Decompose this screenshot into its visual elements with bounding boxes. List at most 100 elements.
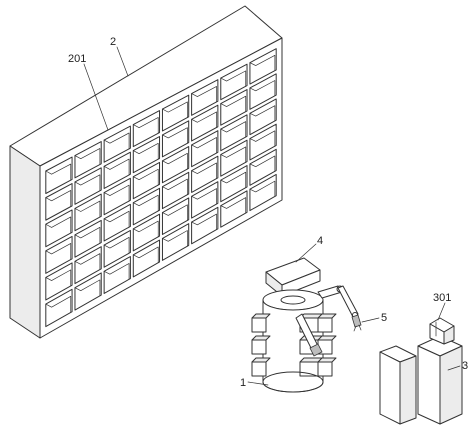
rack-compartment-depth <box>249 54 276 72</box>
rack-compartment-depth <box>162 127 188 144</box>
gripper-head <box>351 314 362 328</box>
robot-bin-top <box>251 313 271 319</box>
robot-bin-front <box>251 339 267 355</box>
leader-lines <box>83 46 461 386</box>
rack-compartment-depth <box>45 216 72 234</box>
rack-compartment-depth <box>220 197 247 214</box>
rack-compartment-depth <box>191 111 217 128</box>
robot-bin <box>317 357 337 377</box>
rack-compartment <box>191 130 219 168</box>
rotating-body <box>251 289 337 393</box>
robot-bin-top <box>251 357 271 363</box>
cabinet-left-side <box>399 355 417 425</box>
body-hub <box>280 295 306 305</box>
rack-compartment <box>45 288 73 328</box>
rack-compartment-depth <box>191 137 217 154</box>
rack-compartment <box>132 213 161 252</box>
rack-compartment-depth <box>220 171 247 189</box>
rack-compartment <box>220 63 248 101</box>
robot-bin-top <box>251 335 271 341</box>
body-base <box>262 371 324 393</box>
rack-compartment-depth <box>45 243 72 260</box>
cabinet-right-front <box>417 345 441 425</box>
rack-compartment-depth <box>191 162 217 179</box>
rack-compartment <box>161 146 190 184</box>
inner-gripper <box>309 343 323 357</box>
rack-compartment <box>103 256 131 294</box>
rack-compartment-depth <box>132 168 159 186</box>
rack-compartment <box>220 165 248 203</box>
rack-compartment <box>74 141 102 179</box>
rack-compartment <box>132 110 161 148</box>
rack-compartment <box>191 206 219 245</box>
label-cabinet-small: 301 <box>433 292 451 304</box>
robot-bin-front <box>251 317 267 333</box>
rack-compartment <box>191 181 219 219</box>
rack-compartment-depth <box>103 184 130 202</box>
rack-compartment <box>45 235 73 274</box>
rack-compartment-depth <box>103 236 130 254</box>
robot-bin-top <box>317 335 337 341</box>
rack-compartment-depth <box>132 117 159 134</box>
leader-1 <box>247 381 269 386</box>
rack-compartment-depth <box>162 178 188 196</box>
rack-compartment <box>249 48 277 85</box>
rack-compartment-depth <box>45 295 72 313</box>
robot-bin <box>251 313 271 333</box>
gripper-finger-2 <box>358 324 362 331</box>
rack-compartment <box>74 193 102 232</box>
rack-compartment-depth <box>249 105 276 122</box>
rack-compartment-depth <box>74 174 101 192</box>
rack-compartment <box>45 262 73 301</box>
rack-compartment-depth <box>45 190 72 207</box>
rack-compartment-depth <box>103 158 130 176</box>
rack-compartment-depth <box>191 213 217 230</box>
rack-compartment-depth <box>74 200 101 218</box>
rack-compartment-depth <box>220 146 247 163</box>
rack-compartment <box>191 155 219 193</box>
rack-compartment <box>103 203 131 242</box>
label-cabinet: 3 <box>462 360 468 372</box>
rack-compartment <box>249 73 277 110</box>
rack-compartment <box>103 177 131 216</box>
rack-compartment-depth <box>132 220 159 238</box>
rack-compartment-depth <box>220 70 247 87</box>
rack-compartment <box>161 223 190 261</box>
label-top-unit: 4 <box>317 235 323 247</box>
rack-compartment-depth <box>220 121 247 138</box>
rack-compartment <box>249 123 277 161</box>
label-storage-cell: 201 <box>68 53 86 65</box>
rack-compartment <box>74 219 102 258</box>
rack-compartment <box>161 171 190 210</box>
robot-bin-front <box>251 361 267 377</box>
rack-compartment <box>132 239 161 278</box>
rack-compartment <box>132 187 161 226</box>
leader-2 <box>116 46 129 77</box>
robot-bin-front <box>317 317 333 333</box>
rack-compartment-depth <box>45 163 72 181</box>
rack-compartment <box>103 151 131 189</box>
label-shelf-rack: 2 <box>110 36 116 48</box>
rack-compartment-depth <box>162 101 188 118</box>
robot-bin-top <box>317 357 337 363</box>
robot-bin-front <box>317 361 333 377</box>
rack-compartment <box>220 89 248 126</box>
rack-side-face <box>9 145 41 339</box>
rack-compartment <box>103 125 131 163</box>
rack-compartment <box>45 183 73 221</box>
rack-compartment <box>249 148 277 186</box>
rack-compartment-depth <box>103 210 130 228</box>
rack-compartment <box>132 136 161 174</box>
cabinet-small-side <box>443 325 455 345</box>
rack-compartment <box>74 272 102 311</box>
rack-compartment-depth <box>103 132 130 150</box>
rack-compartment-depth <box>249 180 276 197</box>
rack-compartment-depth <box>74 148 101 165</box>
shelf-rack <box>9 5 283 339</box>
rack-compartment-depth <box>103 263 130 280</box>
rack-compartment <box>249 173 277 212</box>
rack-compartment-depth <box>162 230 188 247</box>
rack-compartment-depth <box>132 142 159 160</box>
rack-compartment-depth <box>74 253 101 270</box>
rack-compartment-depth <box>191 188 217 205</box>
